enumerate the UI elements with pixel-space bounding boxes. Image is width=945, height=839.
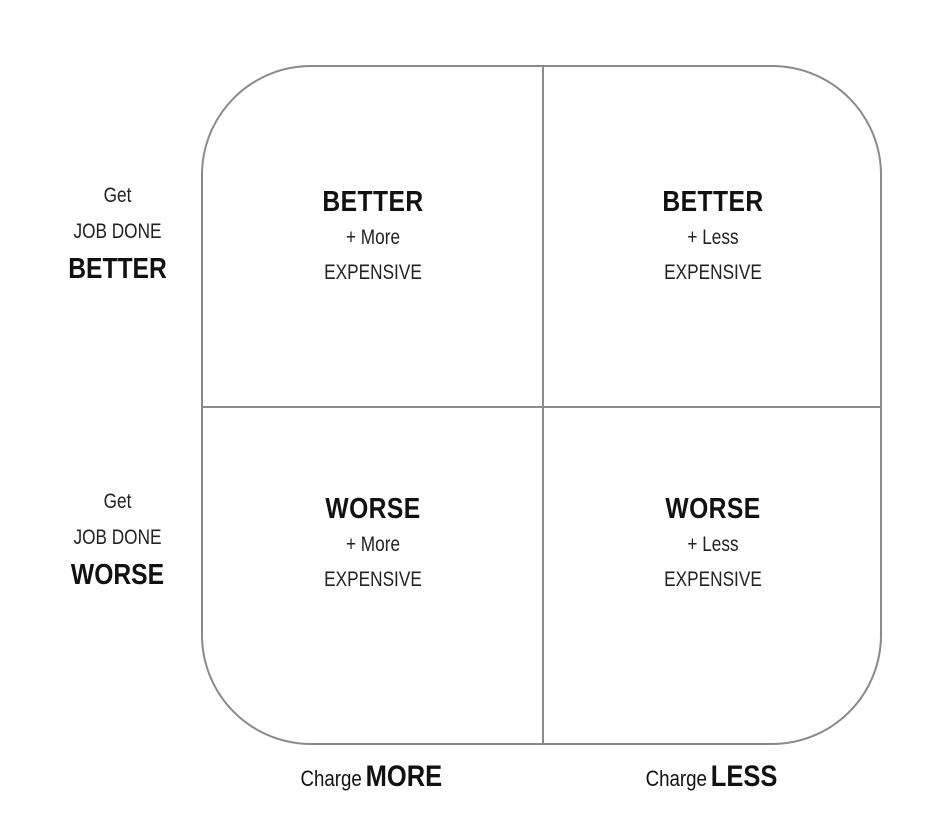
row-label-emphasis: BETTER [68, 253, 167, 285]
row-label-job-done: JOB DONE [73, 526, 162, 549]
row-label-get: Get [103, 184, 132, 207]
vertical-divider [542, 67, 544, 743]
quadrant-expensive-line: EXPENSIVE [664, 261, 762, 284]
row-label-emphasis: WORSE [70, 559, 165, 591]
row-label-better: Get JOB DONE BETTER [30, 178, 205, 288]
column-label-emphasis: LESS [710, 760, 777, 793]
quadrant-expensive-line: EXPENSIVE [324, 568, 422, 591]
row-label-job-done: JOB DONE [73, 220, 162, 243]
quadrant-title: BETTER [322, 186, 424, 218]
quadrant-bottom-left: WORSE + More EXPENSIVE [203, 491, 543, 597]
column-label-more: Charge MORE [201, 760, 541, 794]
column-label-emphasis: MORE [365, 760, 442, 793]
quadrant-bottom-right: WORSE + Less EXPENSIVE [543, 491, 883, 597]
quadrant-price-line: + More [345, 533, 401, 556]
quadrant-title: WORSE [325, 493, 421, 525]
quadrant-title: WORSE [665, 493, 761, 525]
column-label-less: Charge LESS [541, 760, 881, 794]
quadrant-price-line: + Less [687, 533, 739, 556]
quadrant-title: BETTER [662, 186, 764, 218]
column-label-prefix: Charge [645, 766, 707, 791]
column-label-prefix: Charge [300, 766, 362, 791]
horizontal-divider [203, 406, 880, 408]
row-label-get: Get [103, 490, 132, 513]
row-label-worse: Get JOB DONE WORSE [30, 484, 205, 594]
quadrant-top-left: BETTER + More EXPENSIVE [203, 184, 543, 290]
quadrant-price-line: + More [345, 226, 401, 249]
quadrant-expensive-line: EXPENSIVE [664, 568, 762, 591]
quadrant-price-line: + Less [687, 226, 739, 249]
value-matrix: BETTER + More EXPENSIVE BETTER + Less EX… [201, 65, 882, 745]
quadrant-expensive-line: EXPENSIVE [324, 261, 422, 284]
quadrant-top-right: BETTER + Less EXPENSIVE [543, 184, 883, 290]
